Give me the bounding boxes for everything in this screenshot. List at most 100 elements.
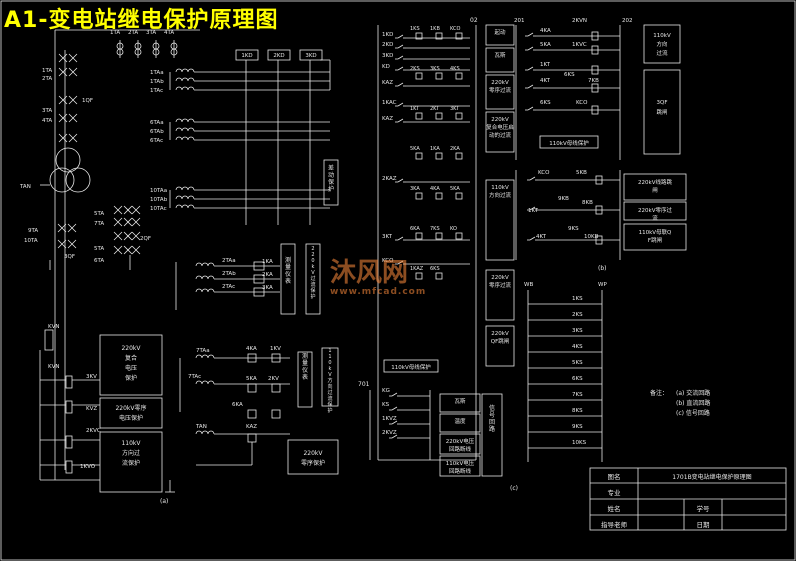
box-110-direction-label: 流 <box>327 395 332 402</box>
signal-box-label: 温度 <box>454 417 466 425</box>
breaker-mark <box>113 217 123 227</box>
col2-box-label: QF跳闸 <box>491 337 510 345</box>
col2-contact-label: 4KS <box>450 66 460 72</box>
breaker-mark <box>57 223 67 233</box>
col2-contact-label: KO <box>450 226 457 232</box>
col3-box <box>539 135 599 149</box>
box-110-direction-label: 0 <box>328 360 331 366</box>
wb-label: WB <box>524 282 533 288</box>
col3-relay <box>591 45 599 55</box>
ct-group-label: 2TAa <box>222 258 236 264</box>
col2-contact <box>397 178 404 183</box>
ks-label: 7KS <box>572 392 583 398</box>
kv-relay <box>65 375 73 389</box>
ct-group-label: 2TAb <box>222 271 236 277</box>
box-diff-protection-label: 动 <box>328 172 334 179</box>
box-220-overcurrent-label: 流 <box>310 281 315 288</box>
ct-top-label: 3TA <box>146 30 156 36</box>
ka-relay <box>247 409 257 419</box>
ka-label: 2KA <box>262 272 273 278</box>
col3b-label: KCO <box>538 170 550 176</box>
ct-coil <box>175 195 195 200</box>
left-label: 2TA <box>42 76 52 82</box>
box-220kv-zero-seq <box>287 439 339 475</box>
signal-label: KS <box>382 402 390 408</box>
left-label: 7TA <box>94 221 104 227</box>
breaker-mark <box>131 217 141 227</box>
col2-relay <box>435 112 443 120</box>
col2-relay <box>455 192 463 200</box>
kvn-terminal <box>44 329 54 351</box>
col2-box <box>485 325 515 367</box>
left-label: 5TA <box>94 246 104 252</box>
ka-label: 5KA <box>246 376 257 382</box>
left-label: TAN <box>19 184 31 190</box>
breaker-mark <box>68 53 78 63</box>
col2-top: 02 <box>470 17 478 24</box>
ct-coil <box>195 288 215 293</box>
signal-vertical-label: 号 <box>489 412 495 419</box>
col2-relay <box>455 72 463 80</box>
col2-box-label: 220kV <box>491 275 509 281</box>
breaker-mark <box>58 113 68 123</box>
title-block-label: 学号 <box>697 504 711 513</box>
col2-box-label: 220kV <box>491 117 509 123</box>
ks-label: 1KS <box>572 296 583 302</box>
col2-relay <box>455 32 463 40</box>
kv-relay <box>271 353 281 363</box>
box-diff-protection-label: 护 <box>328 185 334 193</box>
col2-label: 2KAZ <box>382 176 397 182</box>
col3-contact <box>527 106 534 111</box>
ct-coil <box>195 275 215 280</box>
col3b-contact <box>529 206 536 211</box>
box-measuring-1-label: 量 <box>285 264 291 271</box>
ka-relay <box>253 287 265 297</box>
ka-label: 4KA <box>246 346 257 352</box>
breaker-mark <box>68 67 78 77</box>
ct-coil <box>195 262 215 267</box>
col3b-box-label: 闸 <box>652 186 658 194</box>
col2-contact-label: 3KT <box>450 106 460 112</box>
col2-contact-label: 4KA <box>430 186 440 192</box>
col3-contact <box>527 46 534 51</box>
box-110-direction-label: 1 <box>328 348 331 354</box>
ks-label: 5KS <box>572 360 583 366</box>
col2-box-label: 220kV <box>491 331 509 337</box>
kvn-label: 2KVC <box>86 428 101 434</box>
box-220-overcurrent-label: V <box>311 270 315 276</box>
signal-contact <box>391 406 398 411</box>
col2-label: 2KD <box>382 42 393 48</box>
box-label: 电压 <box>125 364 137 372</box>
col2-box-label: 220kV <box>491 80 509 86</box>
left-label: 6TA <box>94 258 104 264</box>
box-110-direction-label: 向 <box>327 383 332 390</box>
breaker-mark <box>58 133 68 143</box>
left-label: 3TA <box>42 108 52 114</box>
box-measuring-2-label: 测 <box>302 352 308 360</box>
box-measuring-2-label: 仪 <box>302 367 308 374</box>
col2-box <box>485 269 515 321</box>
box-110-direction-label: V <box>328 372 332 378</box>
signal-label: KG <box>382 388 390 394</box>
col2-label: KAZ <box>382 80 393 86</box>
col3b-label: 1KT <box>528 208 539 214</box>
ct-coil <box>175 68 195 73</box>
ct-label: 7TAc <box>188 374 201 380</box>
left-label: 10TA <box>24 238 38 244</box>
ka-relay <box>247 353 257 363</box>
tag-a: (a) <box>160 498 168 505</box>
breaker-mark <box>123 245 133 255</box>
col2-contact <box>397 44 404 49</box>
box-220-overcurrent-label: 2 <box>311 246 314 252</box>
col2-label: KAZ <box>382 116 393 122</box>
box-220-overcurrent-label: 2 <box>311 252 314 258</box>
col2-relay <box>435 152 443 160</box>
col3-relay <box>591 105 599 115</box>
col2-box-label: 复合电压启 <box>486 123 514 131</box>
kaz-relay <box>247 433 257 443</box>
title-block-label: 指导老师 <box>601 520 628 529</box>
box-110-direction-label: 护 <box>327 407 332 414</box>
col2-bottom-box <box>383 359 439 373</box>
ks-label: 3KS <box>572 328 583 334</box>
